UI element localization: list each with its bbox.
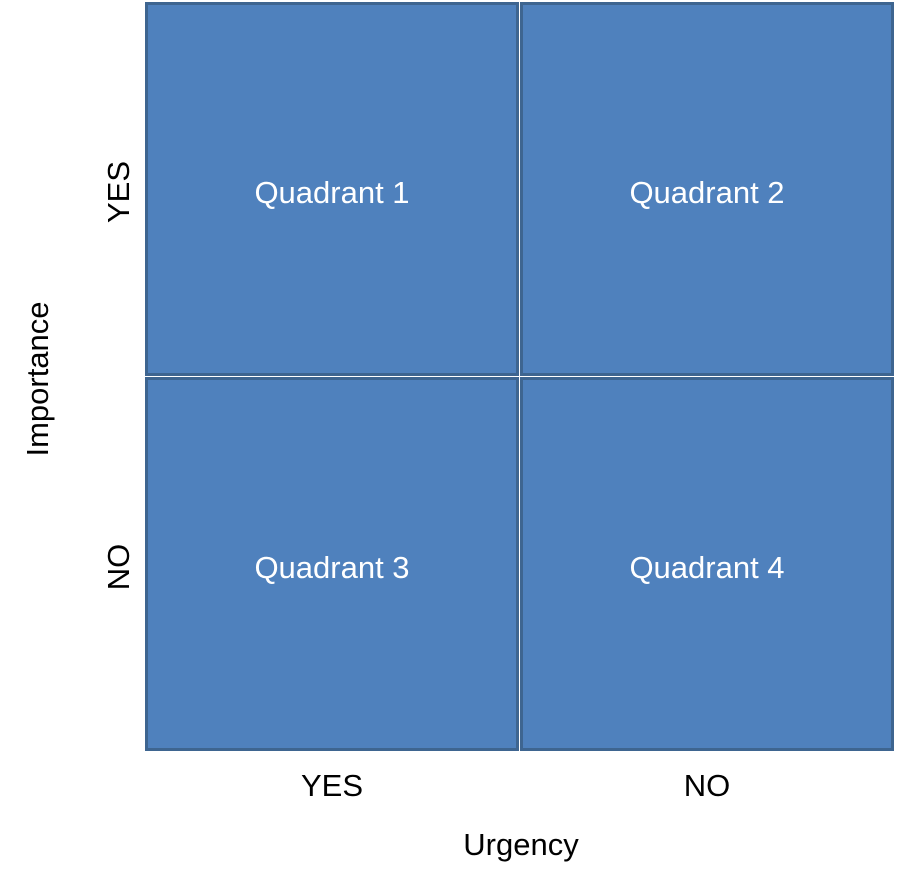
quadrant-3-label: Quadrant 3	[254, 550, 410, 585]
quadrant-3: Quadrant 3	[145, 377, 519, 751]
column-label-no: NO	[683, 768, 731, 803]
quadrant-2: Quadrant 2	[520, 2, 894, 376]
quadrant-4-label: Quadrant 4	[629, 550, 785, 585]
x-axis-title: Urgency	[463, 827, 579, 862]
quadrant-1-label: Quadrant 1	[254, 175, 410, 210]
quadrant-1: Quadrant 1	[145, 2, 519, 376]
column-label-yes: YES	[300, 768, 364, 803]
row-label-yes: YES	[101, 160, 136, 224]
quadrant-4: Quadrant 4	[520, 377, 894, 751]
quadrant-matrix: Quadrant 1 Quadrant 2 Quadrant 3 Quadran…	[145, 2, 897, 754]
quadrant-2-label: Quadrant 2	[629, 175, 785, 210]
y-axis-title: Importance	[20, 301, 55, 457]
row-label-no: NO	[101, 543, 136, 591]
